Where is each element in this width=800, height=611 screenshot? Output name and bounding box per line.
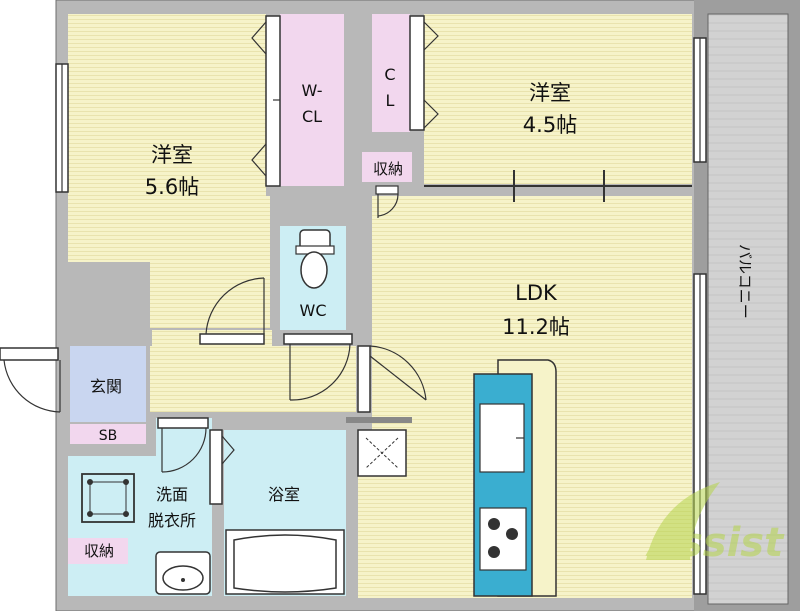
door-bath xyxy=(209,429,235,505)
balcony-floor xyxy=(707,13,789,605)
entrance-label: 玄関 xyxy=(90,377,122,396)
toilet-icon xyxy=(295,229,335,289)
door-ldk xyxy=(357,345,427,413)
kitchen-counter xyxy=(473,359,557,597)
ldk-size: 11.2帖 xyxy=(502,315,570,339)
door-western-left xyxy=(199,277,265,345)
storage-bottom-area xyxy=(68,538,128,564)
entrance-floor xyxy=(70,346,146,422)
hallway xyxy=(150,346,356,412)
door-entrance xyxy=(0,347,61,413)
ldk-label: LDK xyxy=(515,281,558,305)
western-right-label: 洋室 xyxy=(529,81,571,105)
cl-label-1: C xyxy=(384,65,395,84)
shoe-box xyxy=(70,424,146,444)
wcl-label-2: CL xyxy=(302,107,322,126)
storage-top-area xyxy=(362,152,412,182)
cl-label-2: L xyxy=(386,91,395,110)
storage-bottom-label: 収納 xyxy=(84,542,114,560)
western-left-label: 洋室 xyxy=(151,143,193,167)
storage-top-label: 収納 xyxy=(373,160,403,178)
closet xyxy=(372,14,410,132)
balcony-label: バルコニー xyxy=(736,244,754,319)
door-washroom xyxy=(157,417,209,473)
western-room-left xyxy=(68,14,270,328)
walk-in-closet xyxy=(280,14,344,186)
washroom-label-1: 洗面 xyxy=(156,485,188,504)
wcl-doors xyxy=(251,15,281,187)
bathtub-icon xyxy=(225,529,345,595)
wcl-label-1: W- xyxy=(302,81,323,100)
cl-doors xyxy=(409,15,439,131)
washroom-label-2: 脱衣所 xyxy=(148,511,196,530)
door-wc xyxy=(283,333,353,401)
washing-machine-icon xyxy=(81,473,135,523)
bath-label: 浴室 xyxy=(268,485,300,504)
western-room-right xyxy=(424,14,692,184)
refrigerator-space-icon xyxy=(357,429,407,477)
watermark-logo: Assist xyxy=(645,482,785,566)
wc-label: WC xyxy=(300,301,327,320)
storage-top-door xyxy=(375,185,399,218)
wash-basin-icon xyxy=(155,551,211,595)
svg-text:Assist: Assist xyxy=(645,520,785,566)
western-left-size: 5.6帖 xyxy=(145,175,199,199)
western-right-size: 4.5帖 xyxy=(523,113,577,137)
sb-label: SB xyxy=(99,428,118,444)
